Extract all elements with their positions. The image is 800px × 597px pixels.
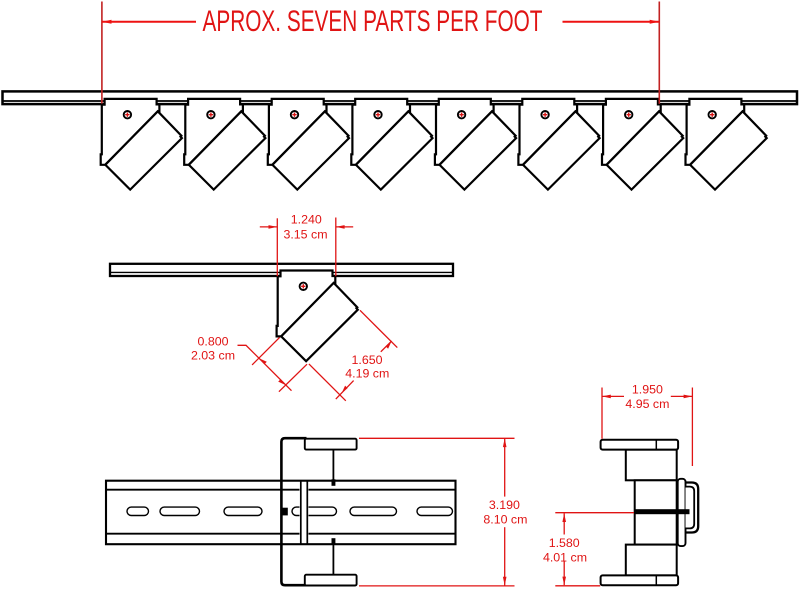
svg-text:3.190: 3.190 bbox=[489, 498, 520, 512]
svg-text:0.800: 0.800 bbox=[197, 335, 228, 349]
svg-text:APROX. SEVEN PARTS PER FOOT: APROX. SEVEN PARTS PER FOOT bbox=[203, 5, 543, 38]
svg-text:2.03 cm: 2.03 cm bbox=[191, 349, 235, 363]
svg-text:3.15 cm: 3.15 cm bbox=[283, 228, 327, 242]
svg-text:4.19 cm: 4.19 cm bbox=[345, 367, 389, 381]
svg-text:1.580: 1.580 bbox=[549, 536, 580, 550]
svg-text:4.95 cm: 4.95 cm bbox=[625, 397, 669, 411]
svg-text:1.240: 1.240 bbox=[291, 213, 322, 227]
svg-text:8.10 cm: 8.10 cm bbox=[483, 513, 527, 527]
svg-text:1.950: 1.950 bbox=[632, 383, 663, 397]
svg-text:1.650: 1.650 bbox=[351, 353, 382, 367]
svg-text:4.01 cm: 4.01 cm bbox=[543, 551, 587, 565]
